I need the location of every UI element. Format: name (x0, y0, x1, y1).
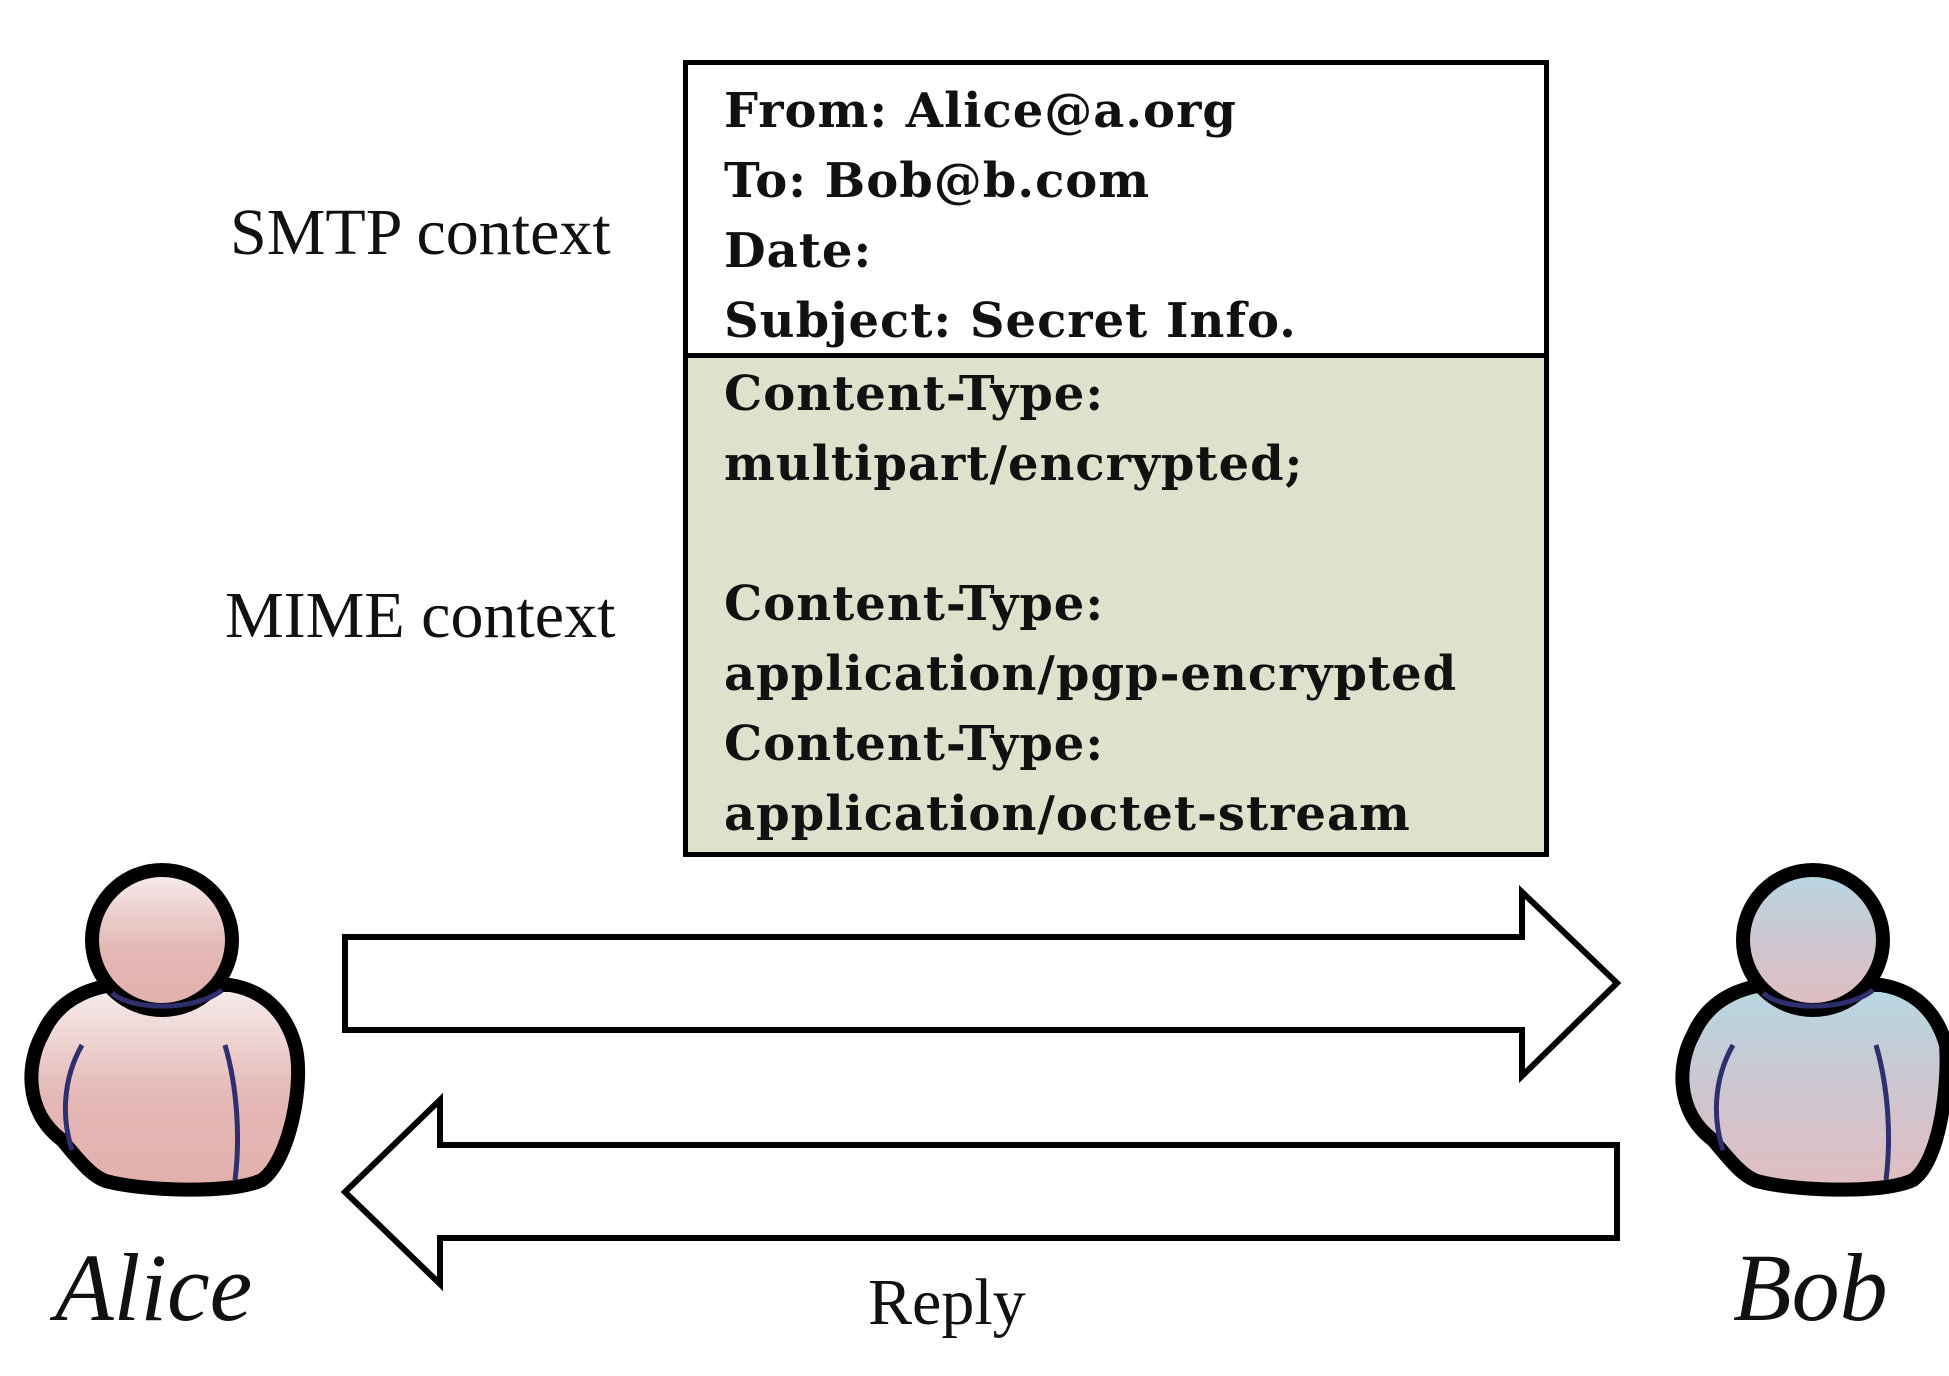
smtp-context-label: SMTP context (230, 196, 611, 269)
user-icon (24, 863, 306, 1197)
content-type-value: application/octet-stream (724, 786, 1411, 842)
content-type-value: application/pgp-encrypted (724, 646, 1458, 702)
content-type-line: Content-Type: (724, 576, 1105, 632)
content-type-line: Content-Type: (724, 716, 1105, 772)
alice-label: Alice (55, 1234, 253, 1341)
arrow-left-icon (340, 1092, 1620, 1292)
content-type-value: multipart/encrypted; (724, 436, 1304, 492)
reply-label: Reply (868, 1266, 1026, 1339)
arrow-right-icon (342, 884, 1622, 1084)
bob-label: Bob (1733, 1234, 1888, 1341)
smtp-header-section: From: Alice@a.org To: Bob@b.com Date: Su… (688, 65, 1544, 358)
content-type-line: Content-Type: (724, 366, 1105, 422)
mime-header-section: Content-Type: multipart/encrypted; Conte… (688, 358, 1544, 852)
mime-context-label: MIME context (225, 579, 616, 652)
to-header: To: Bob@b.com (724, 153, 1151, 209)
from-header: From: Alice@a.org (724, 83, 1237, 139)
date-header: Date: (724, 223, 873, 279)
subject-header: Subject: Secret Info. (724, 293, 1297, 349)
email-message-box: From: Alice@a.org To: Bob@b.com Date: Su… (683, 60, 1549, 857)
user-icon (1675, 863, 1949, 1197)
